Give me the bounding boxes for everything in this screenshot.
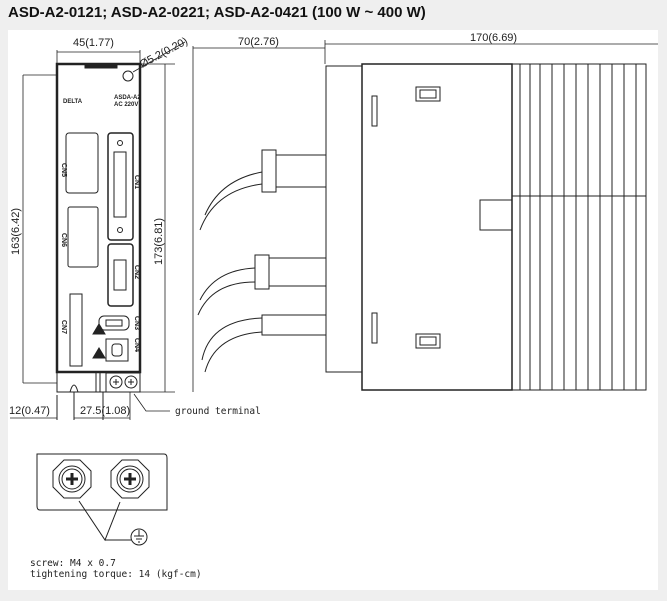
cn3-label: CN3: [133, 316, 140, 330]
cn4-label: CN4: [133, 338, 140, 352]
dim-width-front: 45(1.77): [73, 37, 114, 49]
model-label: ASDA-A2: [114, 95, 141, 101]
page-title: ASD-A2-0121; ASD-A2-0221; ASD-A2-0421 (1…: [8, 4, 426, 21]
drawing-panel: [8, 30, 658, 590]
side-view: [197, 63, 647, 391]
dim-hole-diameter: Ø5.2(0.20): [138, 35, 190, 70]
cn5-label: CN5: [60, 163, 67, 177]
dim-offset-left: 12(0.47): [9, 405, 50, 417]
dim-depth-front: 70(2.76): [238, 36, 279, 48]
dimension-lines: [10, 40, 658, 420]
dim-depth-rear: 170(6.69): [470, 32, 517, 44]
ground-terminal-detail: [36, 453, 168, 546]
cn2-label: CN2: [133, 265, 140, 279]
dim-height-mount: 163(6.42): [10, 208, 22, 255]
front-view: [55, 62, 142, 420]
ground-terminal-label: ground terminal: [175, 406, 261, 417]
voltage-label: AC 220V: [114, 102, 138, 108]
cn1-label: CN1: [133, 175, 140, 189]
brand-label: DELTA: [63, 99, 83, 105]
dim-height-total: 173(6.81): [153, 218, 165, 265]
torque-spec: tightening torque: 14 (kgf-cm): [30, 569, 202, 580]
dim-offset-terminal: 27.5(1.08): [80, 405, 130, 417]
ground-symbol-icon: [130, 528, 148, 546]
cn6-label: CN6: [60, 233, 67, 247]
screw-spec: screw: M4 x 0.7: [30, 558, 116, 569]
cn7-label: CN7: [60, 320, 67, 334]
